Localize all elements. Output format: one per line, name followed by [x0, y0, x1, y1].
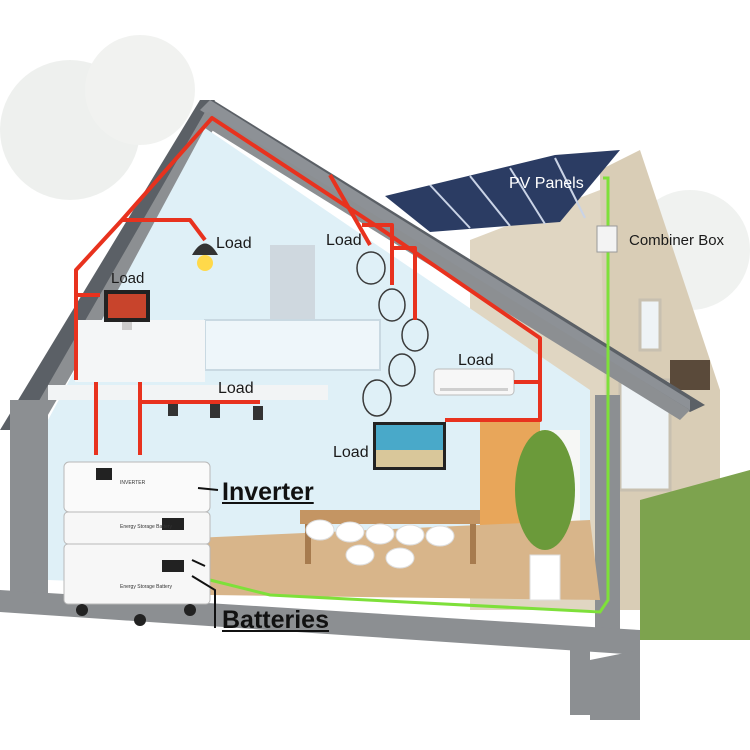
inverter-label: Inverter	[222, 478, 314, 506]
pv-panels-array	[385, 150, 620, 232]
load-label-lamp: Load	[216, 235, 252, 252]
lawn	[640, 470, 750, 640]
air-conditioner	[433, 368, 515, 396]
desk-monitor	[104, 290, 150, 330]
ceiling-lamp	[192, 243, 218, 271]
battery-1-panel-text: Energy Storage Battery	[120, 524, 172, 530]
load-label-ac: Load	[458, 352, 494, 369]
inverter-battery-stack	[63, 461, 211, 626]
wall-tv	[373, 422, 446, 470]
battery-2-panel-text: Energy Storage Battery	[120, 584, 172, 590]
plant	[515, 430, 575, 601]
ac-wiring	[74, 116, 542, 455]
main-roof	[0, 100, 705, 430]
load-label-tv: Load	[333, 444, 369, 461]
combiner-box-label: Combiner Box	[629, 232, 725, 249]
load-label-spotlights: Load	[218, 380, 254, 397]
pv-panels-label: PV Panels	[509, 175, 584, 192]
dining-set	[300, 510, 480, 569]
dc-wiring	[209, 176, 610, 614]
load-label-pendants: Load	[326, 232, 362, 249]
inverter-panel-text: INVERTER	[120, 480, 146, 486]
pendant-lights	[356, 251, 429, 417]
load-label-monitor: Load	[111, 270, 145, 287]
batteries-label: Batteries	[222, 606, 329, 634]
floor	[150, 520, 600, 600]
combiner-box	[596, 225, 618, 253]
spot-lights	[168, 402, 263, 420]
callout-lines	[191, 487, 219, 628]
